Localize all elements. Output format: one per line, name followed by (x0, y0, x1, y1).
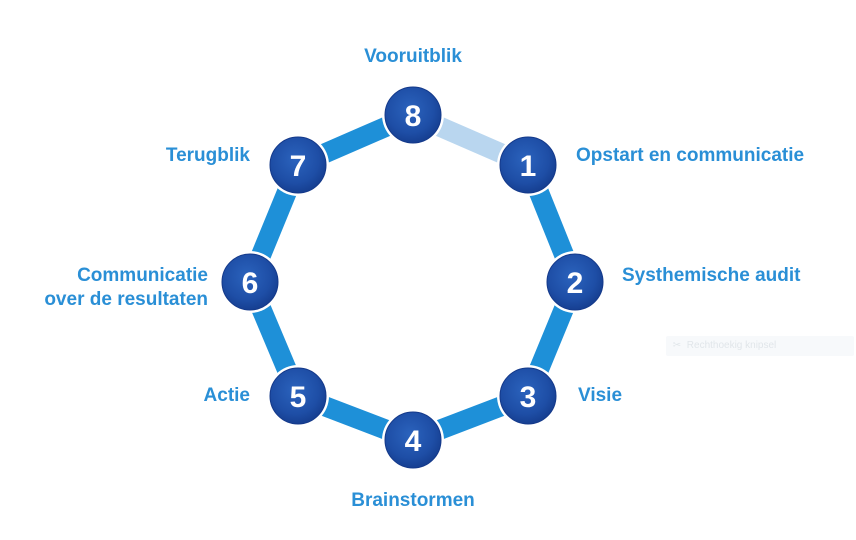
step-number-5: 5 (290, 381, 307, 414)
step-node-fill (269, 136, 327, 194)
step-number-2: 2 (567, 267, 584, 300)
step-node-fill (269, 367, 327, 425)
label-step-6-line2: over de resultaten (44, 289, 208, 310)
step-number-7: 7 (290, 150, 307, 183)
label-step-1: Opstart en communicatie (576, 145, 805, 166)
step-nodes: 1 2 3 4 5 6 7 8 (219, 84, 606, 471)
step-number-6: 6 (242, 267, 259, 300)
step-node-2: 2 (544, 251, 606, 313)
label-step-8: Vooruitblik (364, 46, 462, 67)
step-node-7: 7 (267, 134, 329, 196)
label-step-5: Actie (203, 385, 250, 406)
step-number-4: 4 (405, 425, 422, 458)
snipping-overlay[interactable]: ✂ Rechthoekig knipsel (666, 336, 854, 356)
step-node-fill (384, 411, 442, 469)
scissors-icon: ✂ (672, 340, 682, 351)
step-node-4: 4 (382, 409, 444, 471)
label-step-6-line1: Communicatie (77, 265, 208, 286)
step-node-fill (499, 367, 557, 425)
label-step-6: Communicatie over de resultaten (20, 264, 208, 312)
step-node-fill (221, 253, 279, 311)
label-step-7: Terugblik (165, 145, 250, 166)
step-number-1: 1 (520, 150, 537, 183)
step-node-fill (384, 86, 442, 144)
label-step-2: Systhemische audit (622, 265, 801, 286)
step-node-3: 3 (497, 365, 559, 427)
step-node-fill (546, 253, 604, 311)
step-node-5: 5 (267, 365, 329, 427)
step-number-8: 8 (405, 100, 422, 133)
step-node-1: 1 (497, 134, 559, 196)
step-node-fill (499, 136, 557, 194)
label-step-3: Visie (578, 385, 623, 406)
step-number-3: 3 (520, 381, 537, 414)
step-node-8: 8 (382, 84, 444, 146)
snipping-overlay-label: Rechthoekig knipsel (686, 340, 777, 351)
label-step-4: Brainstormen (351, 490, 475, 511)
step-node-6: 6 (219, 251, 281, 313)
